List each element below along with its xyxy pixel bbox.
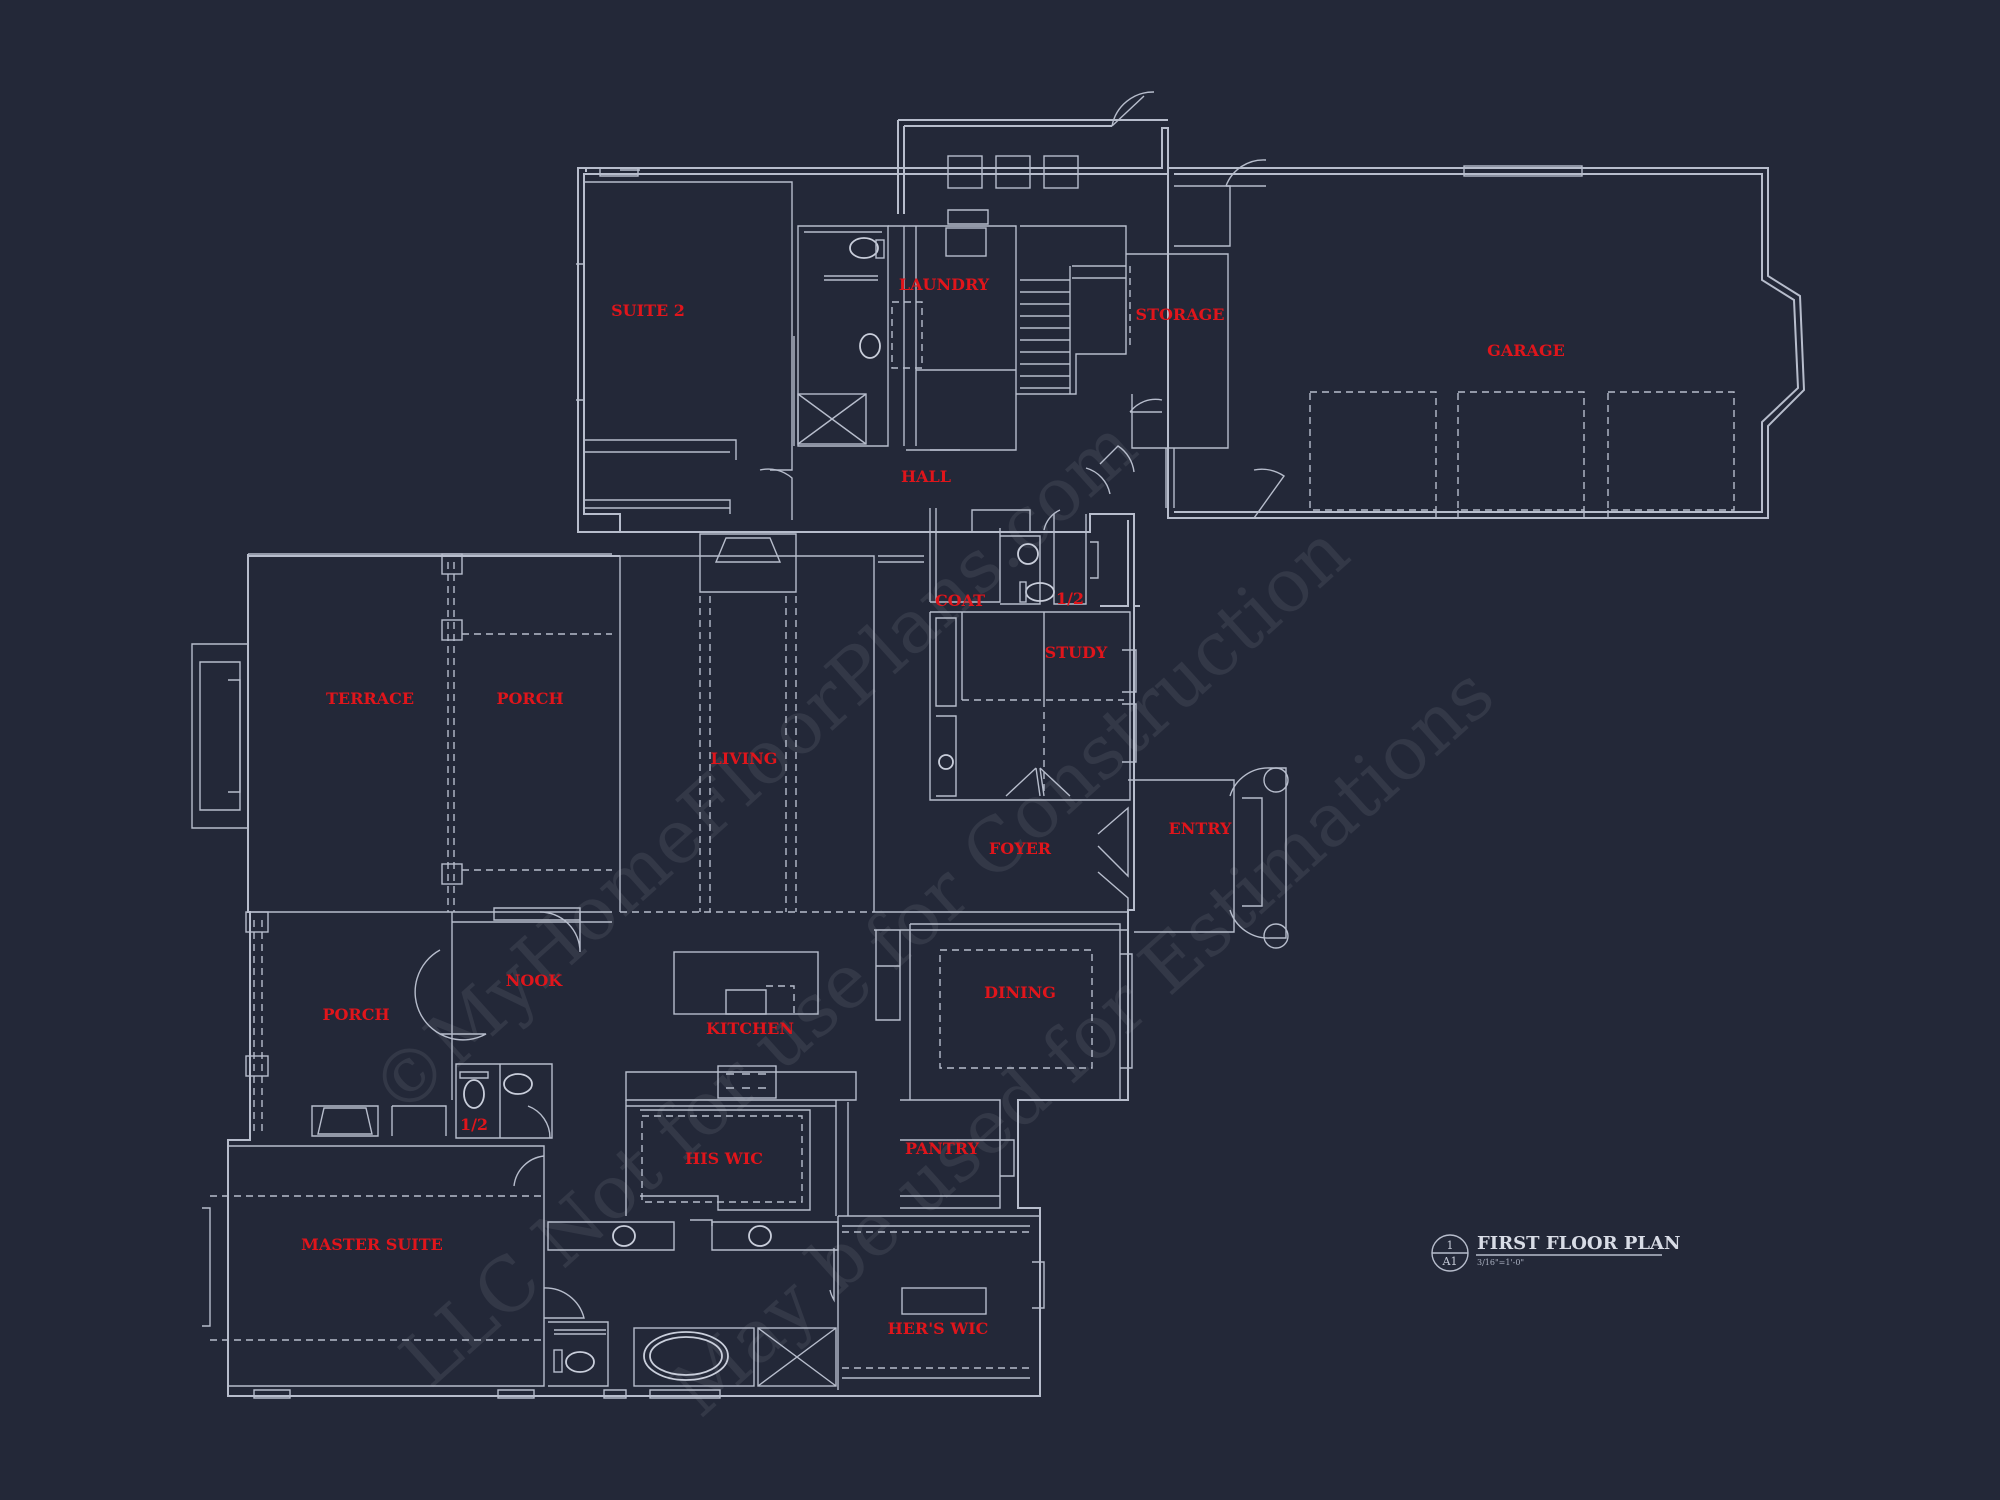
title-block: 1 A1 FIRST FLOOR PLAN 3/16"=1'-0"	[1431, 1233, 1680, 1272]
room-label-hall: HALL	[901, 467, 951, 486]
room-label-foyer: FOYER	[989, 839, 1052, 858]
room-label-laundry: LAUNDRY	[899, 275, 990, 294]
room-labels: SUITE 2 LAUNDRY STORAGE GARAGE HALL COAT…	[301, 275, 1565, 1338]
room-label-entry: ENTRY	[1169, 819, 1233, 838]
plan-title: FIRST FLOOR PLAN	[1477, 1233, 1680, 1254]
room-label-half-bath-bottom: 1/2	[460, 1115, 488, 1134]
room-label-kitchen: KITCHEN	[706, 1019, 794, 1038]
room-label-pantry: PANTRY	[905, 1139, 980, 1158]
stair	[1016, 225, 1127, 395]
room-label-his-wic: HIS WIC	[685, 1149, 763, 1168]
interior-walls	[202, 159, 1289, 1399]
plan-scale: 3/16"=1'-0"	[1477, 1258, 1524, 1267]
exterior-walls	[191, 91, 1806, 1397]
room-label-coat: COAT	[935, 591, 985, 610]
room-label-half-bath-top: 1/2	[1056, 589, 1084, 608]
room-label-hers-wic: HER'S WIC	[888, 1319, 989, 1338]
room-label-garage: GARAGE	[1487, 341, 1565, 360]
room-label-study: STUDY	[1045, 643, 1108, 662]
room-label-suite-2: SUITE 2	[611, 301, 685, 320]
room-label-terrace: TERRACE	[326, 689, 414, 708]
room-label-living: LIVING	[711, 749, 778, 768]
room-label-porch-bottom: PORCH	[322, 1005, 389, 1024]
room-label-dining: DINING	[984, 983, 1056, 1002]
room-label-porch-top: PORCH	[496, 689, 563, 708]
sheet-number: A1	[1442, 1255, 1458, 1268]
room-label-master-suite: MASTER SUITE	[301, 1235, 443, 1254]
detail-number: 1	[1447, 1239, 1454, 1252]
room-label-nook: NOOK	[506, 971, 564, 990]
room-label-storage: STORAGE	[1136, 305, 1225, 324]
